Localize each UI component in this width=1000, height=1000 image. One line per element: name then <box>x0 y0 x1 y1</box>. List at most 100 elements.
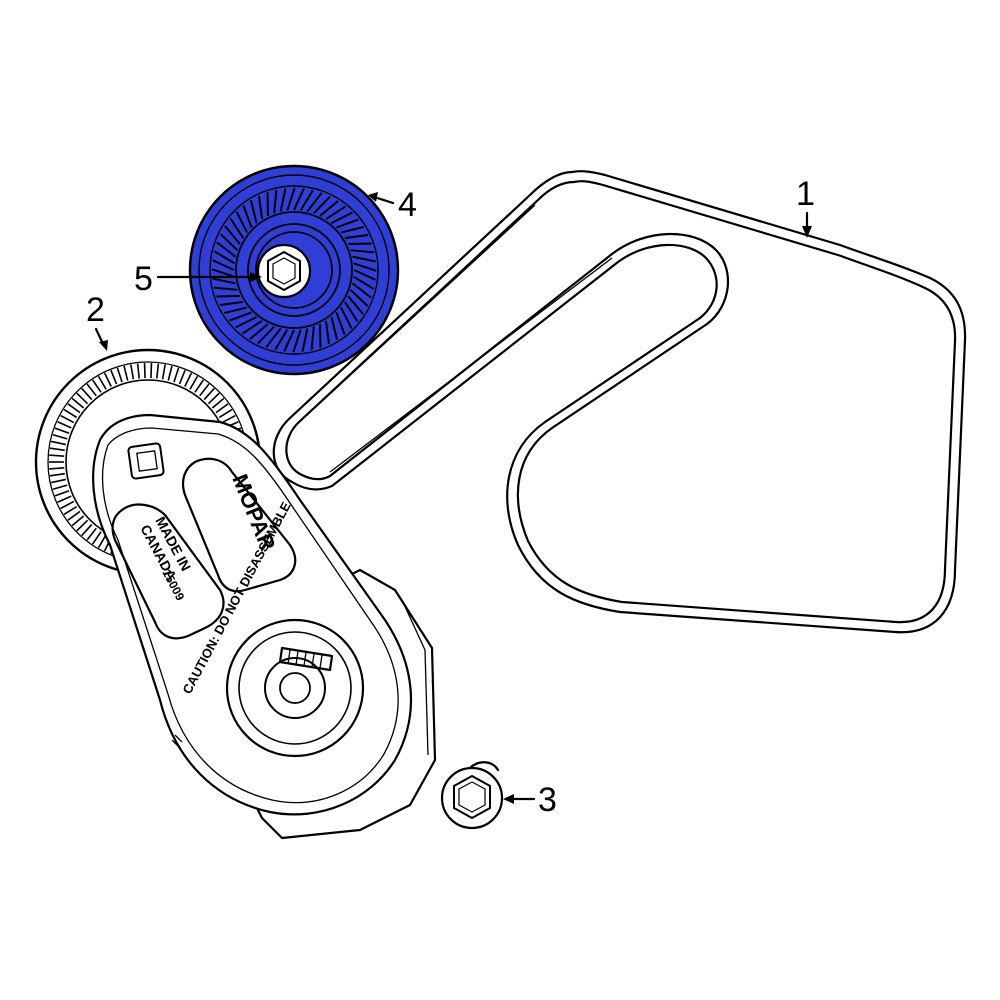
tensioner-rib <box>189 375 199 390</box>
tensioner-rib <box>71 397 85 409</box>
tensioner-rib <box>155 363 160 379</box>
callout-1: 1 <box>796 175 815 238</box>
tensioner-rib <box>136 363 141 379</box>
pulley-bolt-icon[interactable] <box>256 243 312 299</box>
pulley-rib <box>292 329 302 353</box>
pulley-rib <box>324 320 330 345</box>
pulley-rib <box>330 211 353 224</box>
tensioner-rib <box>178 369 186 385</box>
tensioner-rib <box>91 379 102 393</box>
pulley-rib <box>353 275 375 290</box>
tensioner-rib <box>57 421 72 429</box>
tensioner-rib <box>110 369 118 385</box>
tensioner-rib <box>54 427 70 435</box>
tensioner-rib <box>207 392 220 405</box>
pulley-rib <box>249 199 258 224</box>
pulley-rib <box>265 327 282 348</box>
tensioner-rib <box>123 365 129 381</box>
pulley-rib <box>349 289 369 307</box>
callout-number-4: 4 <box>398 186 417 224</box>
pulley-rib <box>229 217 245 239</box>
tensioner-rib <box>86 383 97 397</box>
tensioner-rib <box>76 392 89 405</box>
callout-number-2: 2 <box>86 291 105 329</box>
pulley-rib <box>229 311 252 322</box>
belt-tensioner-icon[interactable]: MOPAR MADE IN CANADA 15009 CAUTION: DO N… <box>34 348 437 840</box>
tensioner-rib <box>86 527 97 541</box>
tensioner-rib <box>167 365 173 381</box>
pulley-rib <box>274 329 289 351</box>
tensioner-rib <box>143 363 146 379</box>
tensioner-bolt-icon[interactable] <box>440 761 504 830</box>
pulley-rib <box>293 188 305 211</box>
tensioner-rib <box>50 478 67 484</box>
pulley-rib <box>306 192 323 213</box>
pulley-rib <box>216 241 237 258</box>
pulley-rib <box>219 233 239 251</box>
tensioner-rib <box>221 414 236 424</box>
callout-number-5: 5 <box>134 260 153 298</box>
tensioner-rib <box>211 397 225 409</box>
tensioner-rib <box>150 363 153 379</box>
pulley-rib <box>212 277 236 285</box>
tensioner-rib <box>52 433 68 440</box>
tensioner-rib <box>130 364 135 380</box>
pulley-rib <box>257 325 275 345</box>
pulley-rib <box>310 326 315 351</box>
tensioner-rib <box>97 375 107 390</box>
tensioner-rib <box>57 495 72 503</box>
pulley-rib <box>350 249 375 254</box>
pulley-rib <box>335 312 346 335</box>
callout-5: 5 <box>134 260 262 298</box>
tensioner-rib <box>67 510 81 521</box>
tensioner-rib <box>76 519 89 532</box>
tensioner-rib <box>54 489 70 497</box>
pulley-rib <box>224 225 241 245</box>
pulley-rib <box>249 323 269 340</box>
pulley-rib <box>235 316 258 329</box>
tensioner-rib <box>173 367 180 383</box>
pulley-rib <box>283 329 295 352</box>
tensioner-rib <box>63 505 78 516</box>
tensioner-rib <box>63 408 78 419</box>
tensioner-rib <box>81 523 93 537</box>
pulley-rib <box>212 259 235 271</box>
tensioner-rib <box>52 484 68 491</box>
tensioner-rib <box>184 372 193 387</box>
tensioner-rib <box>215 403 229 414</box>
tensioner-rib <box>60 500 75 510</box>
pulley-rib <box>340 225 365 234</box>
pulley-rib <box>353 262 377 272</box>
pulley-rib <box>299 189 314 211</box>
tensioner-rib <box>50 440 67 446</box>
tensioner-rib <box>91 531 102 545</box>
pulley-rib <box>273 189 278 214</box>
pulley-rib <box>213 250 235 265</box>
tensioner-rib <box>49 447 65 452</box>
callout-2: 2 <box>86 291 108 351</box>
tensioner-rib <box>199 383 210 397</box>
tensioner-rib <box>49 472 65 477</box>
tensioner-rib <box>49 454 65 457</box>
pulley-rib <box>340 306 353 329</box>
pulley-rib <box>353 269 376 281</box>
tensioner-rib <box>194 379 205 393</box>
pulley-rib <box>241 319 263 335</box>
tensioner-rib <box>49 467 65 470</box>
callout-4: 4 <box>368 186 417 224</box>
pulley-rib <box>301 328 309 352</box>
tensioner-rib <box>161 364 166 380</box>
pulley-rib <box>325 205 347 221</box>
pulley-rib <box>343 301 359 323</box>
pulley-rib <box>242 205 253 228</box>
pulley-rib <box>286 187 296 211</box>
tensioner-rib <box>218 408 233 419</box>
tensioner-rib <box>71 515 85 527</box>
callout-number-1: 1 <box>796 175 815 213</box>
tensioner-rib <box>116 367 123 383</box>
callout-3: 3 <box>503 781 557 819</box>
serpentine-belt-icon[interactable] <box>272 170 967 634</box>
tensioner-rib <box>103 372 112 387</box>
pulley-rib <box>330 316 339 341</box>
callout-number-3: 3 <box>538 781 557 819</box>
